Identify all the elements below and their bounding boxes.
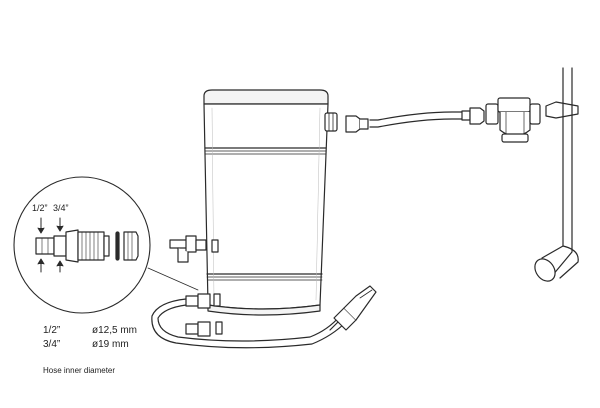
rain-barrel xyxy=(203,89,329,316)
detail-leader-line xyxy=(147,267,199,291)
o-ring xyxy=(115,231,120,261)
size-arrows xyxy=(37,217,64,273)
rain-diverter xyxy=(485,97,579,143)
detail-label-half-inch: 1/2” xyxy=(32,203,48,213)
spec-size-half: 1/2” xyxy=(43,325,61,336)
detail-circle xyxy=(13,176,151,314)
downpipe xyxy=(534,67,579,282)
lower-outlet-fittings xyxy=(185,293,223,337)
upper-hose-fitting xyxy=(345,115,369,133)
detail-label-three-quarter-inch: 3/4” xyxy=(53,203,69,213)
upper-hose xyxy=(369,111,463,128)
garden-hose xyxy=(151,298,347,349)
barrel-tap xyxy=(169,235,219,263)
barrel-base xyxy=(207,304,321,316)
hose-diameter-caption: Hose inner diameter xyxy=(43,366,116,375)
barrel-lid xyxy=(203,89,329,105)
downpipe-outlet xyxy=(534,258,556,282)
spec-diameter-three-quarter: ø19 mm xyxy=(92,339,129,350)
fitting-detail xyxy=(35,229,139,263)
diverter-spout xyxy=(545,101,579,119)
diverter-inlet-fitting xyxy=(461,107,485,125)
barrel-body xyxy=(203,103,329,310)
hose-spray-nozzle xyxy=(329,285,377,331)
barrel-overflow-connector xyxy=(324,112,338,132)
spec-diameter-half: ø12,5 mm xyxy=(92,325,138,336)
spec-size-three-quarter: 3/4” xyxy=(43,339,61,350)
lock-nut xyxy=(123,231,139,261)
